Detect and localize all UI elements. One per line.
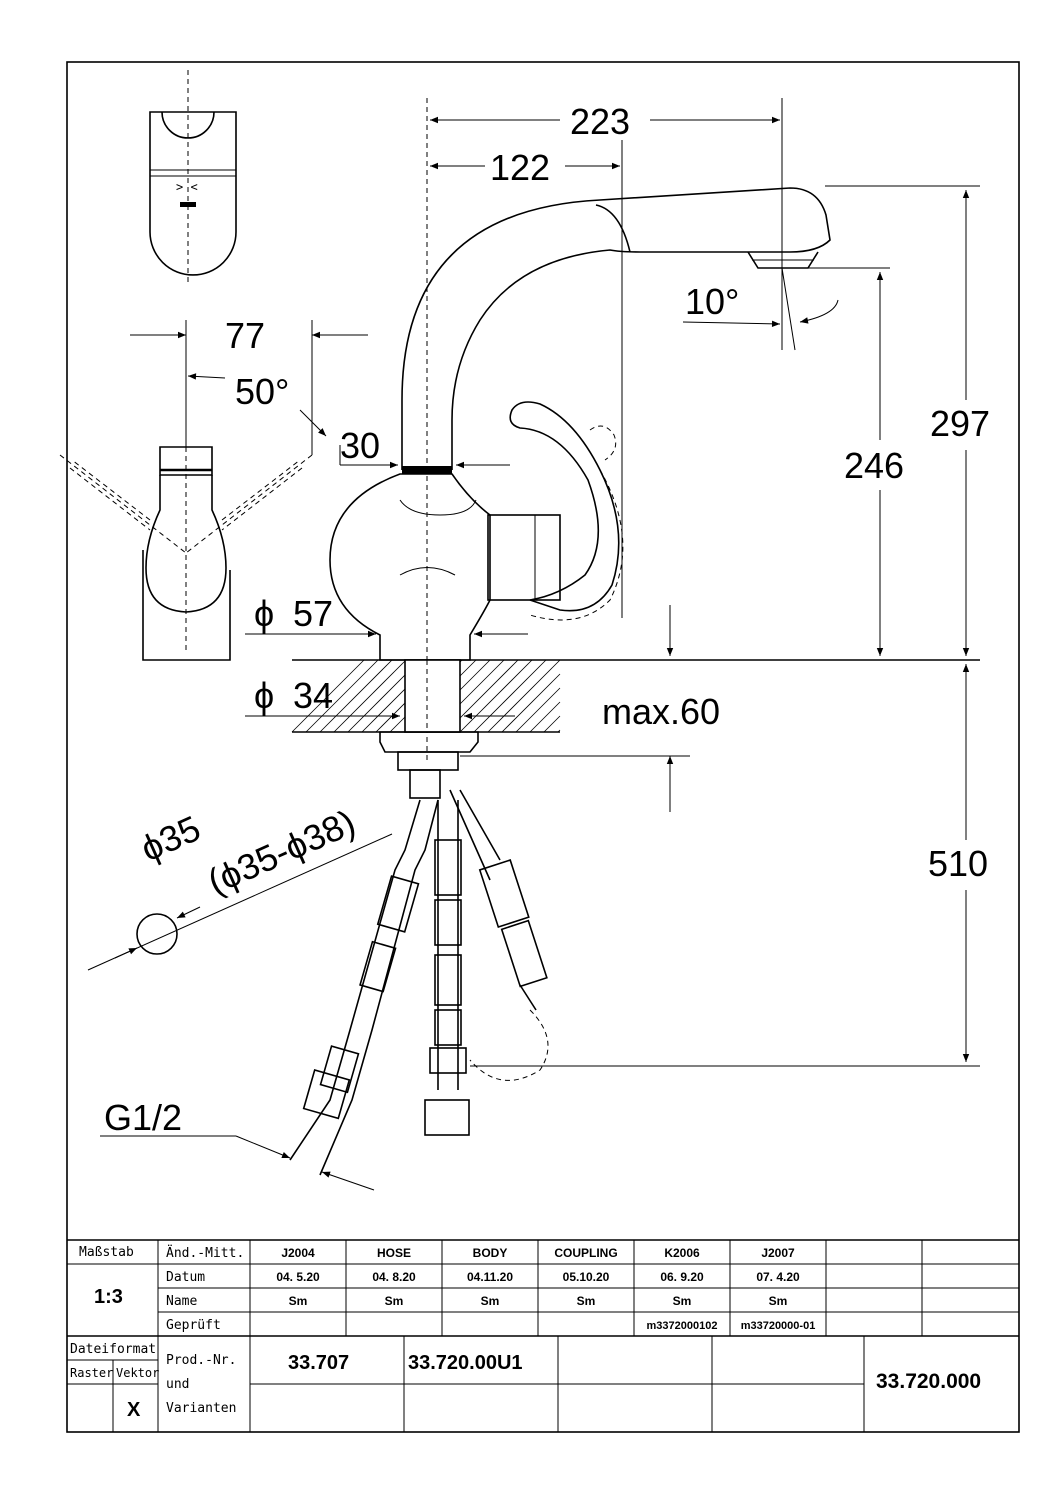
hatch-line — [501, 673, 561, 733]
revision-name-1: Sm — [385, 1294, 404, 1308]
dim-297: 297 — [930, 403, 990, 444]
dim-122: 122 — [490, 147, 550, 188]
revision-date-2: 04.11.20 — [467, 1270, 513, 1284]
handle-top-view: > < — [149, 70, 237, 282]
revision-date-0: 04. 5.20 — [276, 1270, 320, 1284]
hatch-line — [557, 729, 561, 733]
vektor-mark: X — [127, 1399, 141, 1421]
revision-date-5: 07. 4.20 — [756, 1270, 800, 1284]
dim-30: 30 — [340, 425, 380, 466]
hatch-line — [487, 659, 561, 733]
dim-77: 77 — [225, 315, 265, 356]
dim-246: 246 — [844, 445, 904, 486]
dim-10-degree: 10° — [685, 281, 739, 322]
dimension-lines — [87, 116, 980, 1191]
revision-checked-4: m3372000102 — [647, 1320, 718, 1332]
revision-change-3: COUPLING — [554, 1246, 617, 1260]
hatch-line — [319, 659, 393, 733]
row-label-date: Datum — [166, 1270, 205, 1285]
prod-label-3: Varianten — [166, 1401, 236, 1416]
revision-change-2: BODY — [473, 1246, 508, 1260]
hatch-line — [305, 659, 379, 733]
revision-name-0: Sm — [289, 1294, 308, 1308]
revision-change-0: J2004 — [281, 1246, 315, 1260]
revision-name-2: Sm — [481, 1294, 500, 1308]
dim-34: 34 — [293, 675, 333, 716]
revision-date-1: 04. 8.20 — [372, 1270, 416, 1284]
handle-side-view — [59, 420, 313, 661]
title-block — [67, 1239, 1019, 1432]
revision-checked-5: m33720000-01 — [741, 1320, 816, 1332]
hatch-line — [529, 701, 561, 733]
scale-label: Maßstab — [79, 1245, 134, 1260]
hatch-line — [515, 687, 561, 733]
countertop-section — [291, 659, 980, 799]
dim-g12: G1/2 — [104, 1097, 182, 1138]
row-label-change: Änd.-Mitt. — [166, 1245, 244, 1261]
dim-phi35-38: (ϕ35-ϕ38) — [202, 801, 362, 902]
revision-name-3: Sm — [577, 1294, 596, 1308]
revision-change-5: J2007 — [761, 1246, 795, 1260]
file-format-label: Dateiformat — [70, 1342, 156, 1357]
revision-name-4: Sm — [673, 1294, 692, 1308]
variant-2: 33.720.00U1 — [408, 1352, 523, 1374]
hatch-line — [543, 715, 561, 733]
hatch-line — [473, 659, 547, 733]
raster-label: Raster — [70, 1366, 113, 1380]
dim-phi35: ϕ35 — [135, 807, 207, 869]
dim-223: 223 — [570, 101, 630, 142]
faucet-body — [329, 98, 831, 760]
revision-date-4: 06. 9.20 — [660, 1270, 704, 1284]
row-label-name: Name — [166, 1294, 197, 1309]
hatch-line — [333, 659, 407, 733]
dim-diameter-symbol-34: ϕ — [254, 675, 274, 716]
vektor-label: Vektor — [116, 1366, 159, 1380]
revision-date-3: 05.10.20 — [563, 1270, 610, 1284]
main-drawing-number: 33.720.000 — [876, 1370, 981, 1393]
hatch-line — [291, 659, 365, 733]
scale-value: 1:3 — [94, 1286, 123, 1308]
dim-max60: max.60 — [602, 691, 720, 732]
revision-name-5: Sm — [769, 1294, 788, 1308]
row-label-checked: Geprüft — [166, 1318, 221, 1333]
supply-hoses — [136, 789, 549, 1176]
prod-label-1: Prod.-Nr. — [166, 1353, 236, 1368]
variant-1: 33.707 — [288, 1352, 349, 1374]
prod-label-2: und — [166, 1377, 189, 1392]
revision-change-1: HOSE — [377, 1246, 411, 1260]
revision-change-4: K2006 — [664, 1246, 700, 1260]
dim-510: 510 — [928, 843, 988, 884]
sheet-border — [66, 61, 1020, 1433]
dim-50-degree: 50° — [235, 371, 289, 412]
dim-57: 57 — [293, 593, 333, 634]
dim-diameter-symbol-57: ϕ — [254, 593, 274, 634]
hatch-line — [459, 659, 533, 733]
svg-text:> <: > < — [176, 180, 198, 194]
